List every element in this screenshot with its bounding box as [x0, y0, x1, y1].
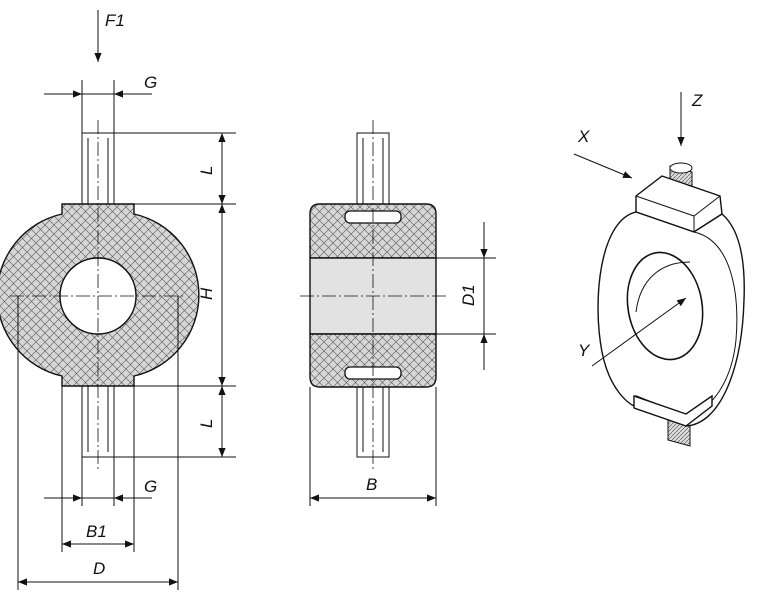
label-axis-z: Z	[691, 91, 703, 110]
label-axis-y: Y	[578, 341, 591, 360]
label-base-width: B1	[86, 522, 107, 541]
isometric-view: Z X Y	[573, 91, 745, 447]
label-length-bottom: L	[197, 419, 216, 428]
label-height: H	[197, 287, 216, 300]
iso-top-stud	[669, 162, 693, 174]
label-bore: D1	[459, 284, 478, 306]
label-force: F1	[105, 11, 125, 30]
label-axis-x: X	[577, 127, 590, 146]
axis-x-arrow	[573, 153, 633, 179]
iso-bottom-block	[633, 394, 713, 427]
side-view: D1 B	[300, 120, 496, 506]
label-width: B	[366, 475, 377, 494]
label-thread-top: G	[144, 73, 157, 92]
label-length-top: L	[197, 166, 216, 175]
iso-bore	[626, 251, 704, 361]
label-diameter: D	[93, 559, 105, 578]
front-view: F1 G L H L G B1	[0, 10, 236, 590]
label-thread-bottom: G	[144, 477, 157, 496]
axis-y-arrow	[591, 297, 687, 367]
side-rubber-lower	[309, 333, 437, 388]
